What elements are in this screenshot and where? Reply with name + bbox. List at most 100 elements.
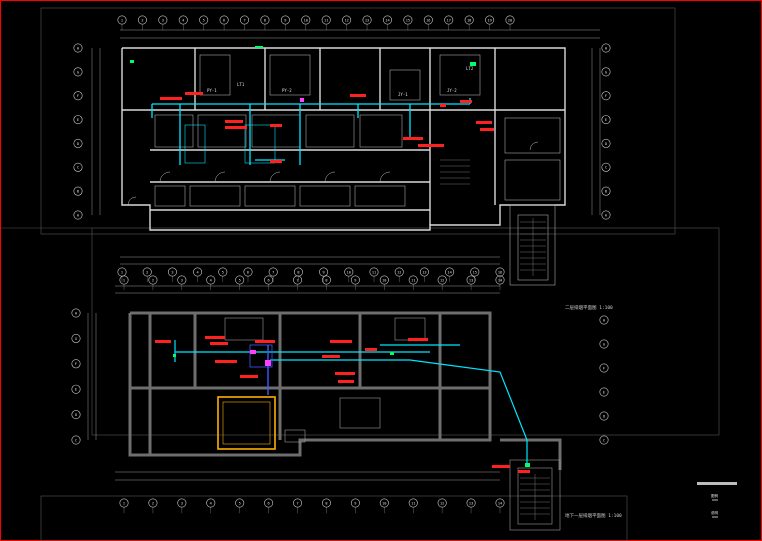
grid-bubble-label: 2	[141, 18, 143, 22]
grid-bubble-label: 5	[222, 270, 224, 274]
grid-bubble	[369, 267, 379, 277]
grid-bubble-label: 14	[498, 501, 502, 505]
grid-bubble-label: 9	[284, 18, 286, 22]
grid-bubble-label: 10	[347, 270, 351, 274]
grid-bubble-label: C	[605, 166, 607, 170]
grid-bubble	[601, 115, 611, 125]
grid-bubble-label: 11	[372, 270, 376, 274]
lower-smoke-duct[interactable]	[174, 340, 528, 465]
grid-bubble-label: 14	[447, 270, 451, 274]
grid-bubble-label: 8	[325, 278, 327, 282]
grid-bubble	[495, 498, 505, 508]
grid-bubble	[601, 162, 611, 172]
grid-bubble	[445, 267, 455, 277]
upper-smoke-duct[interactable]	[151, 98, 471, 165]
legend-box	[697, 482, 737, 518]
grid-bubble	[218, 267, 228, 277]
grid-bubble-label: 16	[498, 270, 502, 274]
room-tag: PY-1	[207, 88, 217, 93]
grid-bubble-label: F	[75, 362, 77, 366]
grid-bubble	[601, 67, 611, 77]
grid-bubble-label: 3	[181, 278, 183, 282]
grid-bubble	[206, 275, 216, 285]
grid-bubble-label: 17	[447, 18, 451, 22]
highlighted-shaft-outline[interactable]	[217, 396, 276, 450]
grid-bubble-label: 7	[272, 270, 274, 274]
grid-bubble	[71, 308, 81, 318]
grid-bubble-label: 3	[171, 270, 173, 274]
grid-bubble	[495, 275, 505, 285]
lower-stairs	[520, 474, 550, 520]
grid-bubble-label: 12	[440, 278, 444, 282]
upper-dimension-lines	[91, 29, 601, 265]
legend-row-1: 图例	[711, 494, 718, 498]
grid-bubble-label: 15	[406, 18, 410, 22]
grid-bubble-label: 5	[239, 278, 241, 282]
grid-bubble	[264, 498, 274, 508]
grid-bubble	[142, 267, 152, 277]
grid-bubble-label: 5	[203, 18, 205, 22]
grid-bubble-label: 20	[508, 18, 512, 22]
grid-bubble	[408, 275, 418, 285]
legend-row-2: 说明	[711, 511, 718, 515]
grid-bubble	[321, 498, 331, 508]
grid-bubble	[177, 275, 187, 285]
grid-bubble	[73, 162, 83, 172]
grid-bubble	[293, 498, 303, 508]
grid-bubble-label: 13	[422, 270, 426, 274]
grid-bubble	[379, 275, 389, 285]
grid-bubble-label: C	[603, 438, 605, 442]
grid-bubble	[470, 267, 480, 277]
lower-plan-title: 二层排烟平面图 1:100	[565, 306, 613, 311]
grid-bubble-label: 4	[210, 278, 212, 282]
grid-bubble-label: 18	[467, 18, 471, 22]
grid-bubble	[601, 138, 611, 148]
grid-bubble	[466, 498, 476, 508]
grid-bubble-label: 2	[146, 270, 148, 274]
grid-bubble-label: 1	[121, 270, 123, 274]
grid-bubble	[235, 275, 245, 285]
grid-bubble	[344, 267, 354, 277]
lower-accents	[173, 352, 530, 467]
upper-duct-outline	[184, 124, 276, 164]
grid-bubble-label: 9	[354, 278, 356, 282]
grid-bubble-label: 12	[344, 18, 348, 22]
grid-bubble	[599, 435, 609, 445]
grid-bubble-label: 12	[397, 270, 401, 274]
grid-bubble	[350, 498, 360, 508]
grid-bubble-label: G	[77, 70, 79, 74]
grid-bubble	[466, 275, 476, 285]
grid-bubble-label: 6	[268, 278, 270, 282]
grid-bubble	[73, 67, 83, 77]
grid-bubble-label: D	[77, 142, 79, 146]
grid-bubble-label: H	[77, 46, 79, 50]
grid-bubble-label: 4	[210, 501, 212, 505]
grid-bubble-label: 11	[411, 501, 415, 505]
grid-bubble-label: 11	[411, 278, 415, 282]
grid-bubble	[319, 267, 329, 277]
grid-bubble-label: F	[77, 94, 79, 98]
lower-duct-tags	[155, 336, 530, 473]
grid-bubble-label: F	[603, 366, 605, 370]
grid-bubble-label: G	[603, 342, 605, 346]
grid-bubble-label: 3	[181, 501, 183, 505]
upper-room-partitions	[154, 54, 561, 286]
grid-bubble-label: E	[75, 388, 77, 392]
grid-bubble-label: 10	[382, 278, 386, 282]
grid-bubble-label: D	[603, 414, 605, 418]
grid-bubble-label: 8	[264, 18, 266, 22]
grid-bubble-label: 2	[152, 278, 154, 282]
grid-bubble-label: 4	[182, 18, 184, 22]
grid-bubble-label: 8	[325, 501, 327, 505]
upper-stairs	[440, 159, 546, 276]
grid-bubble	[71, 384, 81, 394]
grid-bubble-label: 2	[152, 501, 154, 505]
lower-riser[interactable]	[249, 344, 273, 395]
